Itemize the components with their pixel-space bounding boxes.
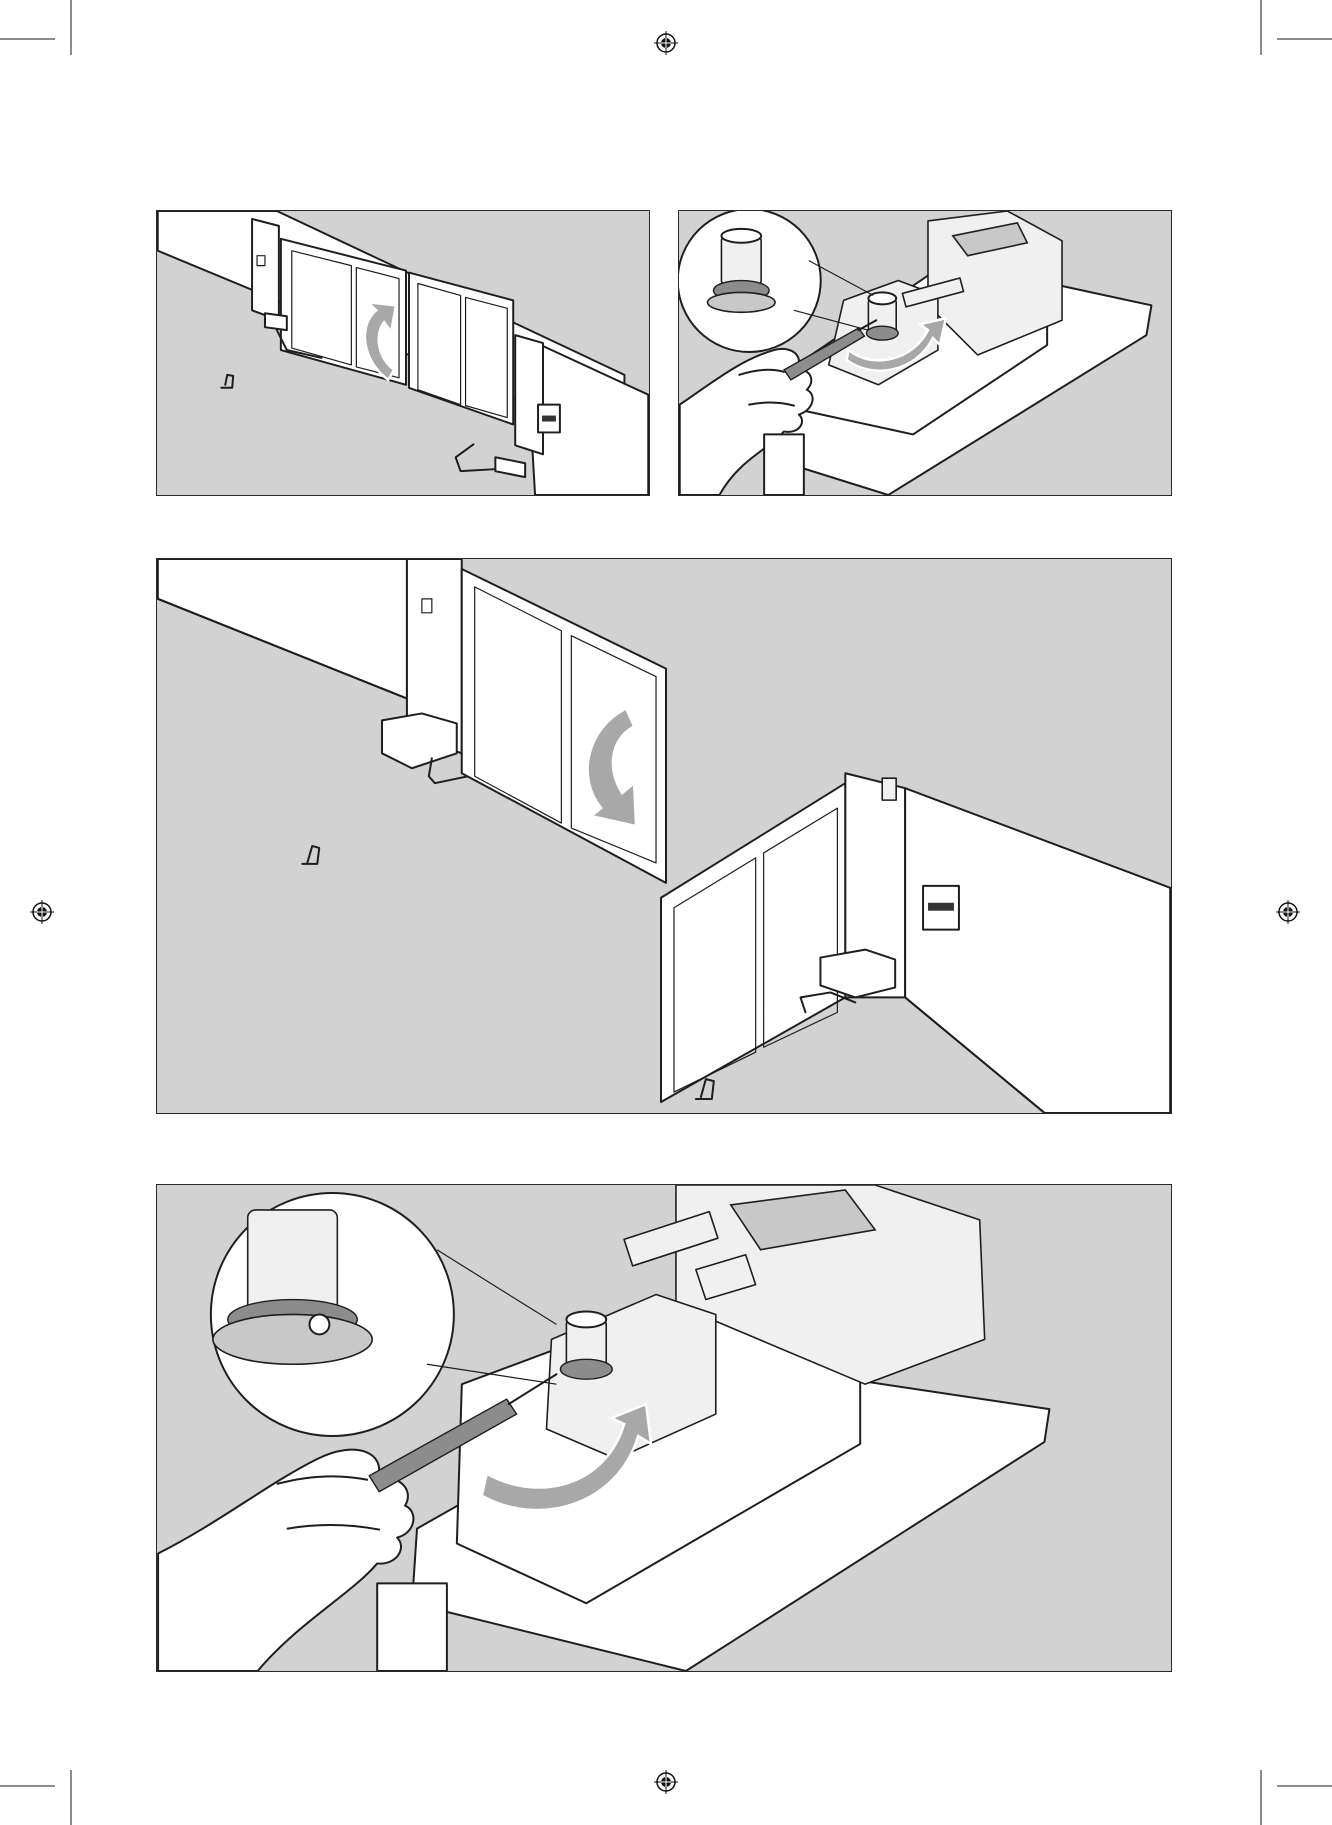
gate-operator-release-illustration [679,211,1171,495]
swing-gate-illustration [157,211,649,495]
gate-operator-release-illustration [157,1185,1171,1671]
registration-target-icon [30,900,54,924]
registration-target-icon [1276,900,1300,924]
registration-target-icon [654,1770,678,1794]
figure-gate-leaf-opening-large [156,558,1172,1114]
figure-motor-release-small [678,210,1172,496]
swing-gate-illustration [157,559,1171,1113]
registration-target-icon [654,31,678,55]
figure-motor-release-large [156,1184,1172,1672]
figure-gate-double-leaf-small [156,210,650,496]
